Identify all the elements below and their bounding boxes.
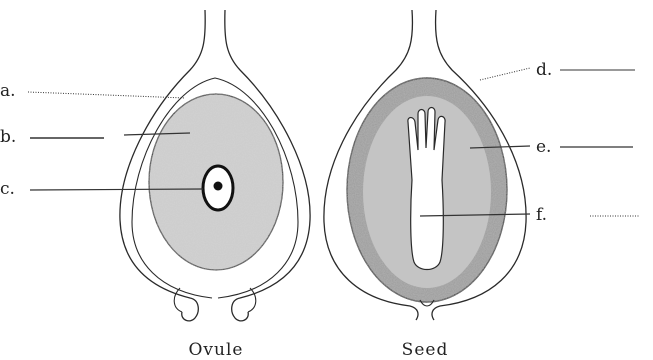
label-a: a. [0, 81, 16, 101]
label-d: d. [536, 60, 552, 80]
ovule [120, 10, 310, 321]
leader-a [28, 92, 185, 98]
seed [324, 10, 526, 320]
caption-ovule: Ovule [189, 340, 244, 360]
label-e: e. [536, 137, 551, 157]
ovule-egg-nucleus [214, 182, 223, 191]
leader-d-pointer [480, 68, 530, 80]
label-c: c. [0, 179, 15, 199]
caption-seed: Seed [402, 340, 449, 360]
seed-embryo [408, 108, 445, 270]
label-f: f. [536, 205, 547, 225]
ovule-micropyle [174, 288, 256, 312]
label-b: b. [0, 127, 16, 147]
